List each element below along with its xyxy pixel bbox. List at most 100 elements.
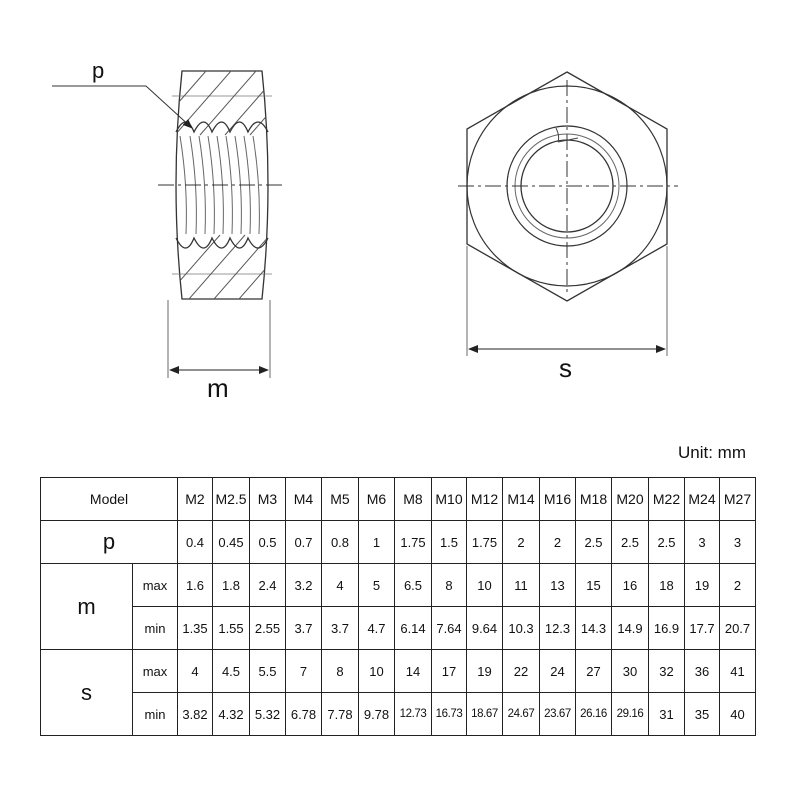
size-header-cell: M4 <box>285 477 322 521</box>
m-min-value-cell: 1.35 <box>177 606 213 650</box>
p-value-cell: 0.5 <box>249 520 286 564</box>
p-value-cell: 2 <box>502 520 540 564</box>
size-header-cell: M18 <box>575 477 612 521</box>
s-label: s <box>559 353 572 383</box>
p-value-cell: 3 <box>719 520 756 564</box>
nut-front-view <box>458 71 678 356</box>
s-min-value-cell: 29.16 <box>611 692 649 736</box>
s-min-value-cell: 12.73 <box>394 692 432 736</box>
m-min-label: min <box>132 606 178 650</box>
s-min-value-cell: 23.67 <box>539 692 576 736</box>
size-header-cell: M5 <box>321 477 359 521</box>
thread-start-notch <box>555 127 579 143</box>
m-max-value-cell: 5 <box>358 563 395 607</box>
m-min-value-cell: 9.64 <box>466 606 503 650</box>
m-min-value-cell: 7.64 <box>431 606 467 650</box>
s-min-value-cell: 9.78 <box>358 692 395 736</box>
thread-profile-top <box>175 121 269 134</box>
s-max-value-cell: 5.5 <box>249 649 286 693</box>
size-header-cell: M8 <box>394 477 432 521</box>
s-max-value-cell: 24 <box>539 649 576 693</box>
s-min-value-cell: 40 <box>719 692 756 736</box>
p-value-cell: 1.75 <box>394 520 432 564</box>
m-max-value-cell: 2 <box>719 563 756 607</box>
s-min-value-cell: 6.78 <box>285 692 322 736</box>
m-row-label: m <box>40 563 133 650</box>
m-min-value-cell: 20.7 <box>719 606 756 650</box>
nut-side-outline <box>175 70 269 300</box>
p-value-cell: 1 <box>358 520 395 564</box>
pitch-label: p <box>92 58 104 83</box>
s-max-value-cell: 32 <box>648 649 685 693</box>
s-min-value-cell: 16.73 <box>431 692 467 736</box>
nut-side-view <box>52 70 282 378</box>
hatching-upper <box>176 71 268 136</box>
p-value-cell: 3 <box>684 520 720 564</box>
m-max-value-cell: 13 <box>539 563 576 607</box>
s-max-value-cell: 22 <box>502 649 540 693</box>
p-row-label: p <box>40 520 178 564</box>
m-min-value-cell: 12.3 <box>539 606 576 650</box>
s-min-value-cell: 7.78 <box>321 692 359 736</box>
size-header-cell: M24 <box>684 477 720 521</box>
size-header-cell: M14 <box>502 477 540 521</box>
s-max-value-cell: 27 <box>575 649 612 693</box>
s-max-value-cell: 10 <box>358 649 395 693</box>
s-max-value-cell: 4.5 <box>212 649 250 693</box>
m-max-value-cell: 10 <box>466 563 503 607</box>
s-max-value-cell: 4 <box>177 649 213 693</box>
s-min-value-cell: 4.32 <box>212 692 250 736</box>
s-min-value-cell: 3.82 <box>177 692 213 736</box>
m-max-value-cell: 1.8 <box>212 563 250 607</box>
size-header-cell: M22 <box>648 477 685 521</box>
p-value-cell: 0.4 <box>177 520 213 564</box>
s-max-value-cell: 7 <box>285 649 322 693</box>
s-max-value-cell: 17 <box>431 649 467 693</box>
m-max-value-cell: 19 <box>684 563 720 607</box>
m-min-value-cell: 2.55 <box>249 606 286 650</box>
size-header-cell: M6 <box>358 477 395 521</box>
s-min-value-cell: 5.32 <box>249 692 286 736</box>
size-header-cell: M3 <box>249 477 286 521</box>
m-min-value-cell: 1.55 <box>212 606 250 650</box>
size-header-cell: M12 <box>466 477 503 521</box>
m-min-value-cell: 14.9 <box>611 606 649 650</box>
m-min-value-cell: 6.14 <box>394 606 432 650</box>
m-min-value-cell: 14.3 <box>575 606 612 650</box>
s-min-label: min <box>132 692 178 736</box>
size-header-cell: M27 <box>719 477 756 521</box>
size-header-cell: M2.5 <box>212 477 250 521</box>
m-max-value-cell: 2.4 <box>249 563 286 607</box>
p-value-cell: 1.75 <box>466 520 503 564</box>
s-max-value-cell: 36 <box>684 649 720 693</box>
model-header: Model <box>40 477 178 521</box>
s-max-label: max <box>132 649 178 693</box>
m-max-value-cell: 18 <box>648 563 685 607</box>
p-value-cell: 0.45 <box>212 520 250 564</box>
s-max-value-cell: 30 <box>611 649 649 693</box>
m-max-value-cell: 16 <box>611 563 649 607</box>
m-max-label: max <box>132 563 178 607</box>
p-value-cell: 2.5 <box>648 520 685 564</box>
s-min-value-cell: 18.67 <box>466 692 503 736</box>
size-header-cell: M20 <box>611 477 649 521</box>
size-header-cell: M16 <box>539 477 576 521</box>
m-max-value-cell: 11 <box>502 563 540 607</box>
p-value-cell: 2.5 <box>611 520 649 564</box>
m-max-value-cell: 8 <box>431 563 467 607</box>
s-max-value-cell: 14 <box>394 649 432 693</box>
m-max-value-cell: 1.6 <box>177 563 213 607</box>
s-min-value-cell: 35 <box>684 692 720 736</box>
m-min-value-cell: 3.7 <box>321 606 359 650</box>
m-max-value-cell: 4 <box>321 563 359 607</box>
s-max-value-cell: 19 <box>466 649 503 693</box>
m-max-value-cell: 3.2 <box>285 563 322 607</box>
size-header-cell: M10 <box>431 477 467 521</box>
hatching-lower <box>176 234 268 299</box>
